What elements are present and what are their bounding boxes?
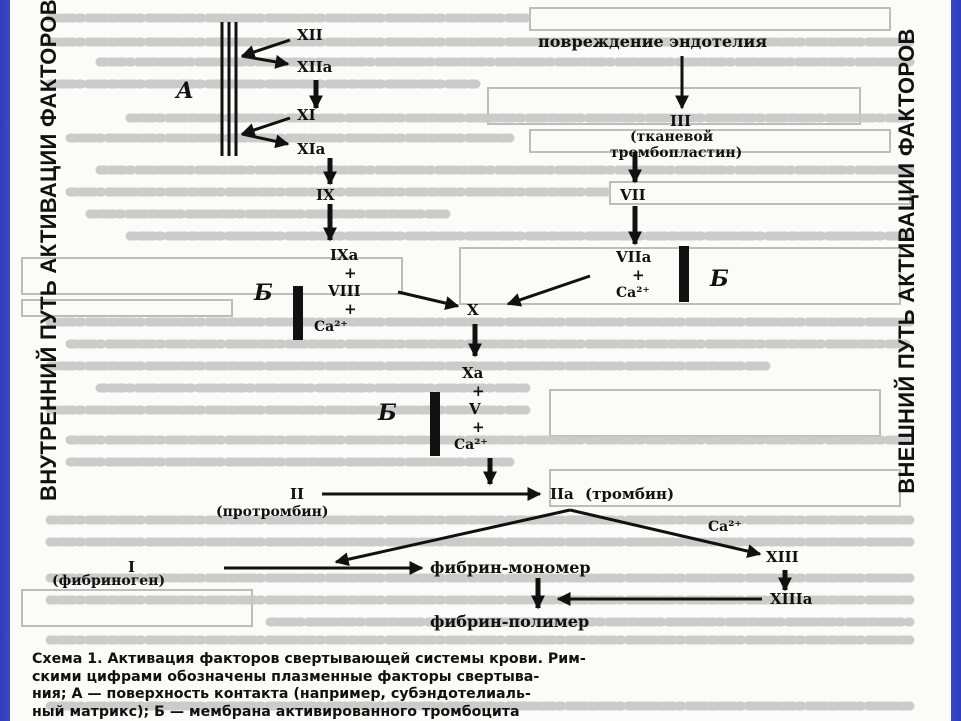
contact-surface-a-label: А [176,78,194,104]
caption-line: ния; А — поверхность контакта (например,… [32,686,531,702]
factor-xa-label: Xa [462,364,484,382]
factor-xii-label: XII [297,26,323,44]
tissue-thromboplastin-label: тромбопластин) [610,145,743,161]
arrow-xi-to-surface [240,116,291,137]
arrow-xii-to-surface [240,38,291,59]
intrinsic-pathway-label: ВНУТРЕННИЙ ПУТЬ АКТИВАЦИИ ФАКТОРОВ [36,0,61,501]
plus-sign: + [344,264,357,282]
platelet-membrane-bar [430,392,440,456]
platelet-membrane-bar [679,246,689,302]
plus-sign: + [472,418,485,436]
plus-sign: + [632,266,645,284]
factor-vii-label: VII [620,186,646,204]
factor-x-label: X [467,301,479,319]
tissue-thromboplastin-label: (тканевой [630,129,714,145]
endothelium-damage-label: повреждение эндотелия [538,32,768,51]
coagulation-cascade-diagram [220,22,792,610]
calcium-label: Ca²⁺ [454,437,488,453]
bleed-through-background [21,7,915,711]
arrow-thrombin-to-fibrinogen [334,508,571,567]
factor-viii-label: VIII [328,282,361,300]
factor-xia-label: XIa [297,140,326,158]
fibrin-monomer-label: фибрин-мономер [430,558,591,577]
platelet-membrane-bar [293,286,303,340]
factor-i-label: I [128,558,136,576]
factor-xiia-label: XIIa [297,58,333,76]
platelet-membrane-b-label: Б [710,266,729,292]
thrombin-label: IIa (тромбин) [550,485,675,503]
fibrinogen-label: (фибриноген) [52,573,166,589]
extrinsic-pathway-label: ВНЕШНИЙ ПУТЬ АКТИВАЦИИ ФАКТОРОВ [894,28,919,494]
plus-sign: + [344,300,357,318]
factor-ii-label: II [290,485,305,503]
arrow-surface-to-xiia [241,54,290,69]
prothrombin-label: (протромбин) [216,504,329,520]
factor-xiiia-label: XIIIa [770,590,813,608]
caption-line: ный матрикс); Б — мембрана активированно… [32,703,520,720]
platelet-membrane-b-label: Б [378,400,397,426]
platelet-membrane-b-label: Б [254,280,273,306]
arrow-surface-to-xia [241,132,290,149]
factor-ix-label: IX [316,186,335,204]
caption-line: Схема 1. Активация факторов свертывающей… [32,651,586,667]
scanned-page: ВНУТРЕННИЙ ПУТЬ АКТИВАЦИИ ФАКТОРОВ ВНЕШН… [10,0,951,721]
calcium-label: Ca²⁺ [708,519,742,535]
factor-ixa-label: IXa [330,246,359,264]
calcium-label: Ca²⁺ [616,285,650,301]
plus-sign: + [472,382,485,400]
factor-v-label: V [469,400,481,418]
factor-viia-label: VIIa [616,248,652,266]
arrow-tenase-to-x [397,290,460,310]
arrow-thrombin-to-xiii [569,508,762,558]
fibrin-polymer-label: фибрин-полимер [430,612,590,631]
arrow-viia-to-x [506,274,591,307]
factor-xi-label: XI [297,106,316,124]
figure-caption: Схема 1. Активация факторов свертывающей… [32,651,932,721]
factor-xiii-label: XIII [766,548,799,566]
caption-line: скими цифрами обозначены плазменные факт… [32,668,540,685]
factor-iii-label: III [670,112,692,130]
calcium-label: Ca²⁺ [314,319,348,335]
